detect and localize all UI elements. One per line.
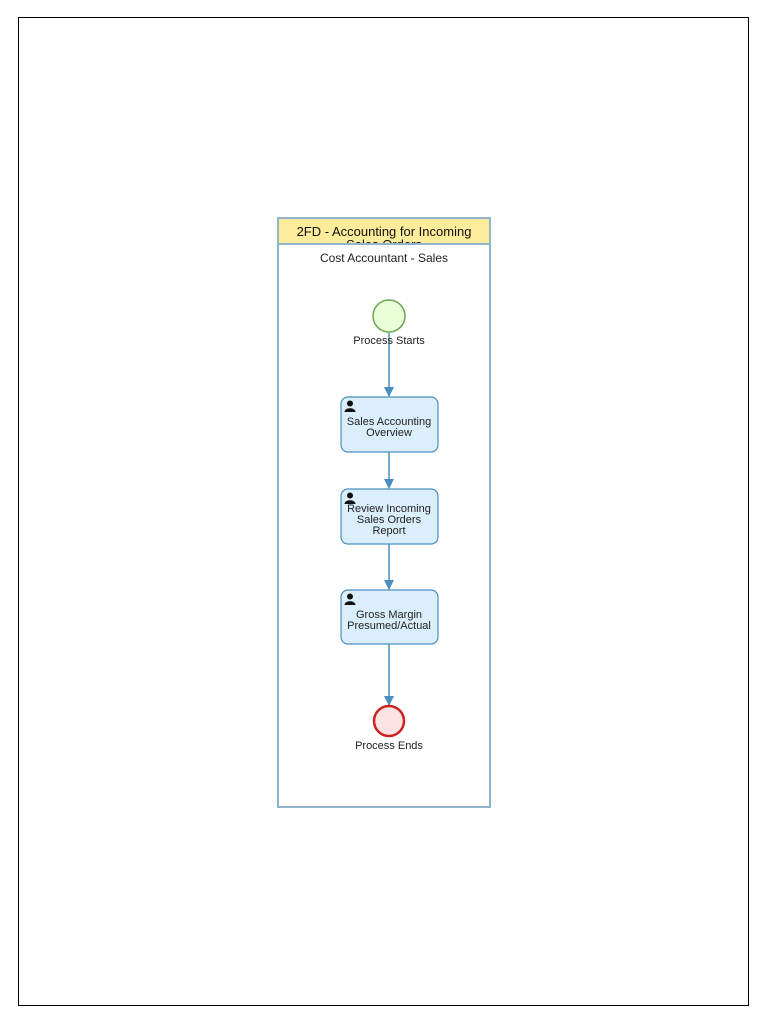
task-3-label-line-1: Gross Margin bbox=[356, 609, 422, 621]
task-2-label-line-3: Report bbox=[372, 525, 405, 537]
lane-title: Cost Accountant - Sales bbox=[320, 251, 448, 265]
start-event[interactable] bbox=[372, 299, 406, 333]
task-1-label-line-1: Sales Accounting bbox=[347, 416, 431, 428]
page-frame bbox=[18, 17, 749, 1006]
task-2-label-line-2: Sales Orders bbox=[357, 514, 422, 526]
task-1-label-line-2: Overview bbox=[366, 427, 412, 439]
task-2-label-line-1: Review Incoming bbox=[347, 503, 431, 515]
pool-title-line-2: Sales Orders bbox=[346, 237, 422, 252]
task-gross-margin-presumed-actual[interactable]: Gross Margin Presumed/Actual bbox=[340, 589, 439, 645]
pool-header bbox=[279, 219, 489, 244]
task-review-incoming-sales-orders-report[interactable]: Review Incoming Sales Orders Report bbox=[340, 488, 439, 545]
start-event-label: Process Starts bbox=[353, 335, 425, 347]
pool-title-line-1: 2FD - Accounting for Incoming bbox=[297, 224, 472, 239]
task-3-label-line-2: Presumed/Actual bbox=[347, 620, 431, 632]
end-event[interactable] bbox=[372, 704, 406, 738]
end-event-label: Process Ends bbox=[355, 740, 423, 752]
task-sales-accounting-overview[interactable]: Sales Accounting Overview bbox=[340, 396, 439, 453]
